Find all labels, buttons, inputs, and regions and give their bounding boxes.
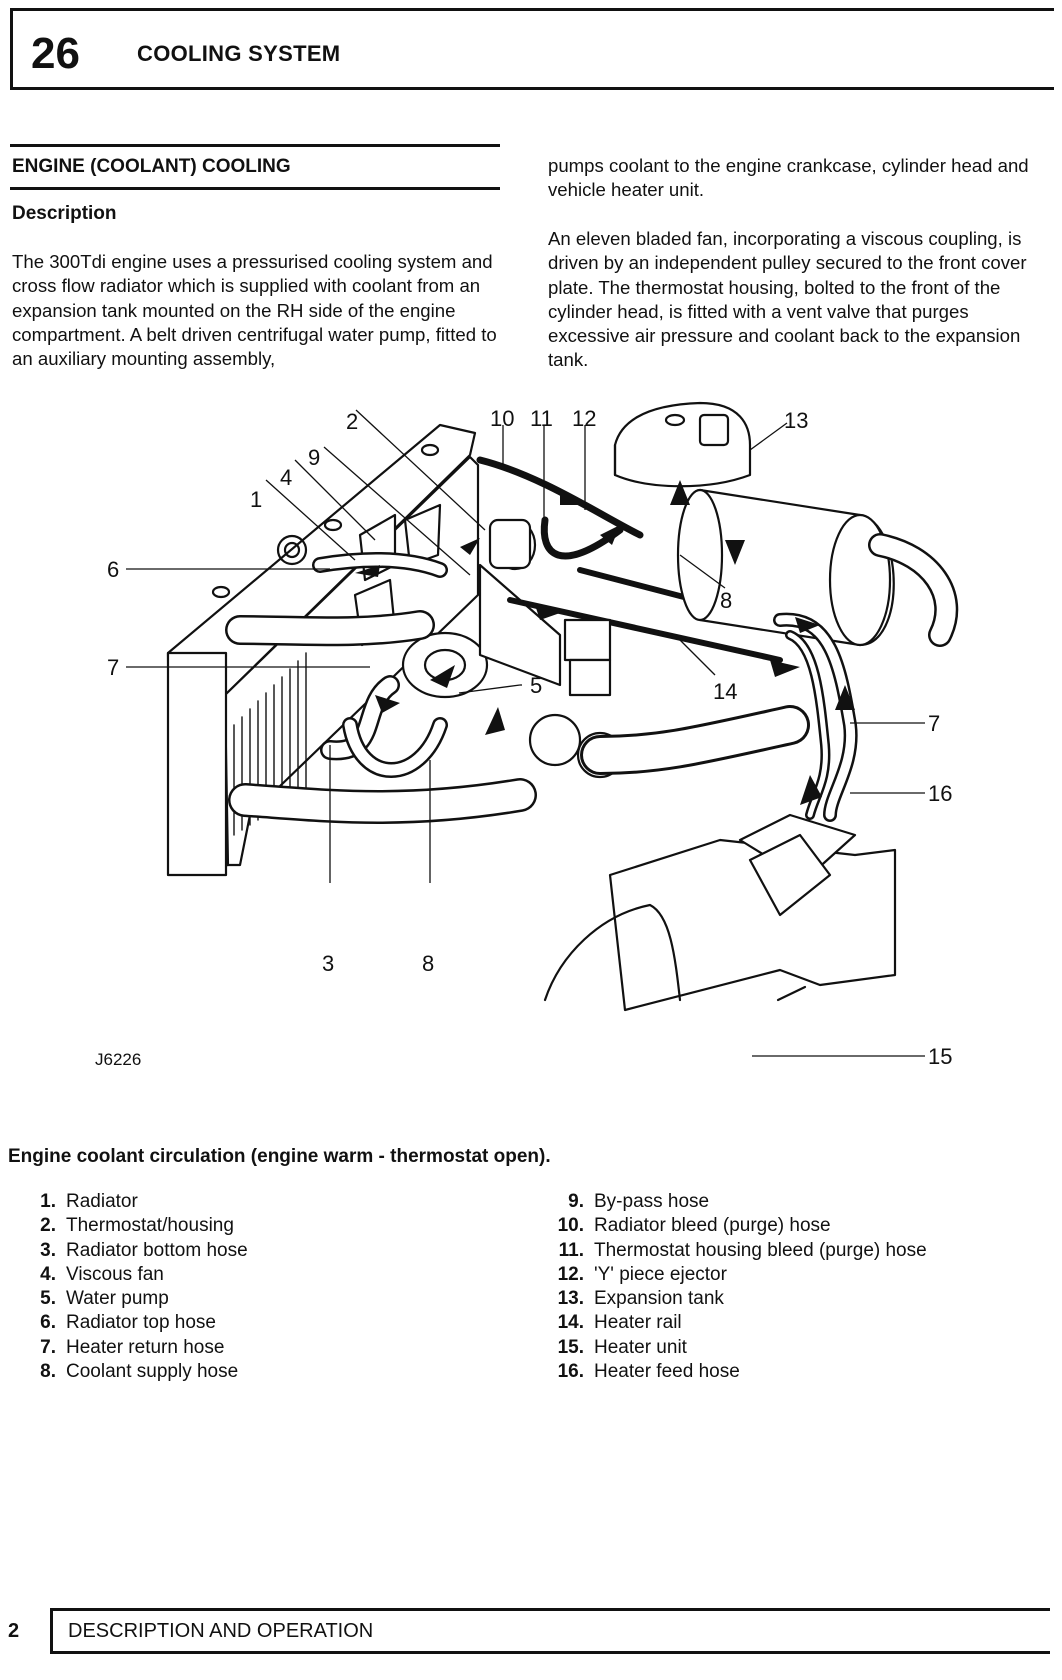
footer-section-title: DESCRIPTION AND OPERATION: [68, 1620, 374, 1642]
legend-item: 4.Viscous fan: [40, 1263, 164, 1285]
section-heading: ENGINE (COOLANT) COOLING: [12, 156, 291, 177]
figure-id: J6226: [95, 1050, 142, 1069]
leader-lines: [126, 409, 925, 1057]
page-number: 2: [8, 1620, 20, 1642]
callout-10: 10: [490, 406, 514, 431]
description-paragraph-1: The 300Tdi engine uses a pressurised coo…: [12, 251, 497, 370]
legend-item: 1.Radiator: [40, 1191, 138, 1212]
heater-unit-drawing: [543, 813, 897, 1012]
description-paragraph-1-continued: pumps coolant to the engine crankcase, c…: [548, 155, 1029, 201]
legend-left-column: 1.Radiator 2.Thermostat/housing 3.Radiat…: [26, 1190, 248, 1384]
section-heading-box: ENGINE (COOLANT) COOLING: [10, 144, 500, 190]
callout-7a: 7: [107, 655, 119, 680]
diagram-illustration: 2 9 4 1 6 7 5 3 8 10 11 12 13 8 14 7 16 …: [107, 401, 959, 1069]
legend-item: 3.Radiator bottom hose: [40, 1239, 248, 1261]
callout-8a: 8: [720, 588, 732, 613]
chapter-title: COOLING SYSTEM: [137, 41, 341, 66]
legend-item: 13.Expansion tank: [557, 1288, 724, 1310]
legend-item: 12.'Y' piece ejector: [557, 1263, 727, 1285]
expansion-tank-drawing: [613, 401, 752, 488]
filter-drawing: [563, 618, 612, 697]
callout-1: 1: [250, 487, 262, 512]
callout-16: 16: [928, 781, 952, 806]
legend-item: 6.Radiator top hose: [40, 1312, 216, 1334]
page-header: 26 COOLING SYSTEM: [10, 8, 1054, 90]
chapter-number: 26: [31, 29, 80, 78]
legend-right-column: 9.By-pass hose 10.Radiator bleed (purge)…: [553, 1190, 927, 1384]
flow-arrows: [355, 480, 855, 805]
legend-item: 2.Thermostat/housing: [40, 1215, 234, 1237]
legend-item: 7.Heater return hose: [40, 1336, 225, 1358]
legend-item: 11.Thermostat housing bleed (purge) hose: [558, 1239, 927, 1261]
cylinder-drawing: [676, 488, 959, 647]
callout-12: 12: [572, 406, 596, 431]
description-paragraph-2: An eleven bladed fan, incorporating a vi…: [548, 228, 1027, 371]
callout-11: 11: [530, 406, 553, 431]
description-subheading: Description: [12, 203, 117, 224]
legend-item: 5.Water pump: [40, 1288, 169, 1310]
callout-14: 14: [713, 679, 737, 704]
callout-15: 15: [928, 1044, 952, 1069]
figure-caption: Engine coolant circulation (engine warm …: [8, 1146, 551, 1167]
legend-item: 8.Coolant supply hose: [40, 1361, 239, 1383]
callout-5: 5: [530, 673, 542, 698]
turbo-drawing: [528, 705, 810, 779]
page-footer: DESCRIPTION AND OPERATION: [50, 1608, 1050, 1654]
callout-3: 3: [322, 951, 334, 976]
callout-9: 9: [308, 445, 320, 470]
coolant-circulation-diagram: 2 9 4 1 6 7 5 3 8 10 11 12 13 8 14 7 16 …: [0, 395, 1062, 1085]
callout-4: 4: [280, 465, 292, 490]
legend-item: 15.Heater unit: [557, 1336, 687, 1358]
callout-7b: 7: [928, 711, 940, 736]
callout-2: 2: [346, 409, 358, 434]
legend-item: 10.Radiator bleed (purge) hose: [557, 1215, 831, 1237]
legend-item: 14.Heater rail: [557, 1312, 682, 1334]
callout-13: 13: [784, 408, 808, 433]
legend-item: 9.By-pass hose: [568, 1191, 710, 1212]
legend-item: 16.Heater feed hose: [557, 1361, 740, 1383]
callout-6: 6: [107, 557, 119, 582]
callout-8b: 8: [422, 951, 434, 976]
